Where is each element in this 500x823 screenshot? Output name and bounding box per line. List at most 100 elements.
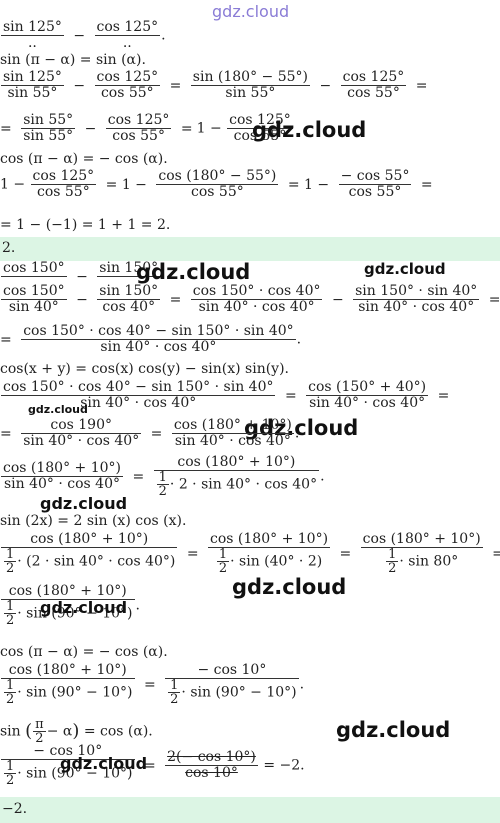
math-text: cos 125°	[227, 112, 293, 129]
math-text: cos (180° + 10°)	[1, 663, 135, 679]
math-text: 2	[6, 613, 15, 628]
math-line-10: = cos 150° · cos 40° − sin 150° · sin 40…	[0, 323, 302, 355]
math-text: sin 40° · cos 40°	[100, 339, 217, 355]
math-text: ..	[27, 35, 37, 51]
math-text: cos 55°	[100, 85, 154, 101]
math-text: sin	[0, 723, 21, 740]
math-text: cos (180° + 10°)	[1, 460, 123, 477]
math-line-12: cos 150° · cos 40° − sin 150° · sin 40°s…	[1, 379, 450, 411]
answer-2: −2.	[2, 801, 28, 817]
math-text: sin 40° · cos 40°	[174, 433, 291, 449]
math-text: sin 55°	[225, 85, 276, 101]
watermark: gdz.cloud	[40, 494, 128, 513]
math-text: cos 10°	[185, 765, 238, 781]
math-text: sin 40° · cos 40°	[3, 476, 120, 492]
math-line-9: cos 150°sin 40° − sin 150°cos 40° = cos …	[1, 283, 500, 315]
math-text: · sin (90° − 10°)	[17, 684, 133, 701]
math-text: cos 125°	[94, 19, 161, 36]
math-line-3: sin 125°sin 55° − cos 125°cos 55° = sin …	[1, 69, 428, 101]
math-text: cos 40°	[102, 299, 156, 315]
math-text: cos (180° + 10°)	[153, 455, 320, 471]
math-line-1: sin 125°.. − cos 125°...	[1, 19, 166, 51]
math-text: 1	[4, 547, 17, 562]
math-text: 2	[218, 561, 228, 576]
math-text: sin 40°	[8, 299, 59, 315]
math-text: cos (180° + 10°)	[1, 532, 178, 548]
answer-1: 2.	[2, 240, 16, 256]
math-line-15: sin (2x) = 2 sin (x) cos (x).	[0, 513, 187, 529]
math-line-7: = 1 − (−1) = 1 + 1 = 2.	[0, 217, 171, 233]
math-text: cos 150° · cos 40°	[190, 283, 323, 300]
math-text: 2	[158, 484, 167, 499]
math-text: · 2 · sin 40° · cos 40°	[169, 476, 318, 493]
math-text: sin 40° · cos 40°	[358, 299, 475, 315]
math-text: 1	[156, 470, 169, 485]
math-line-8: cos 150° − sin 150°	[1, 260, 161, 285]
watermark: gdz.cloud	[40, 598, 128, 617]
watermark: gdz.cloud	[136, 260, 251, 284]
math-text: 1	[4, 759, 17, 774]
math-text: cos 150° · cos 40° − sin 150° · sin 40°	[21, 323, 296, 340]
math-text: = 1 −	[287, 176, 330, 193]
math-text: sin 55°	[21, 112, 76, 129]
math-text: · (2 · sin 40° · cos 40°)	[17, 553, 176, 570]
math-line-2: sin (π − α) = sin (α).	[0, 52, 146, 68]
math-text: − cos 10°	[165, 663, 299, 679]
math-line-11: cos(x + y) = cos(x) cos(y) − sin(x) sin(…	[0, 361, 289, 377]
math-text: cos 125°	[94, 69, 161, 86]
math-op: −	[73, 27, 86, 44]
math-text: · sin (40° · 2)	[230, 553, 323, 570]
math-text: sin 150° · sin 40°	[353, 283, 480, 300]
math-text: cos 150° · cos 40° − sin 150° · sin 40°	[1, 379, 276, 396]
math-text: sin 125°	[1, 69, 64, 86]
answer-band	[0, 237, 500, 261]
math-text: 2	[35, 731, 44, 746]
math-text: = cos (α).	[83, 723, 153, 740]
watermark: gdz.cloud	[60, 754, 148, 773]
math-text: sin 55°	[23, 128, 74, 144]
math-text: sin (180° − 55°)	[190, 69, 311, 86]
math-text: sin 40° · cos 40°	[80, 395, 197, 411]
math-text: 2	[170, 692, 179, 707]
math-text: sin 55°	[7, 85, 58, 101]
watermark: gdz.cloud	[252, 118, 367, 142]
math-text: sin 150°	[97, 283, 161, 300]
math-text: 2	[6, 561, 15, 576]
math-text: cos 55°	[191, 184, 244, 200]
math-text: π	[33, 717, 46, 732]
math-line-5: cos (π − α) = − cos (α).	[0, 151, 168, 167]
math-text: sin 125°	[1, 19, 64, 36]
math-text: cos (180° − 55°)	[156, 168, 279, 185]
watermark: gdz.cloud	[336, 718, 451, 742]
math-text: cos 55°	[112, 128, 165, 144]
watermark: gdz.cloud	[244, 416, 359, 440]
math-text: − cos 55°	[338, 168, 412, 185]
math-text: − α	[46, 723, 73, 740]
math-text: cos (150° + 40°)	[306, 379, 429, 396]
math-text: cos 190°	[21, 418, 142, 434]
math-text: 1	[386, 547, 399, 562]
math-text: 1	[216, 547, 230, 562]
math-text: 1	[168, 678, 181, 693]
math-text: 1	[4, 599, 17, 614]
math-text: − cos 10°	[1, 744, 135, 760]
math-text: sin 40° · cos 40°	[198, 299, 315, 315]
math-text: cos (180° + 10°)	[208, 531, 331, 548]
math-text: · sin (90° − 10°)	[17, 605, 133, 622]
math-text: 2	[6, 773, 15, 788]
math-text: 2(− cos 10°)	[165, 749, 258, 766]
math-text: cos 55°	[233, 128, 287, 144]
math-text: ..	[122, 35, 132, 51]
math-text: · sin (90° − 10°)	[17, 765, 133, 782]
math-line-18: cos (π − α) = − cos (α).	[0, 644, 168, 660]
math-text: cos (180° + 10°)	[1, 584, 135, 600]
math-text: 1 −	[196, 120, 222, 137]
watermark: gdz.cloud	[28, 403, 88, 416]
math-text: sin 40° · cos 40°	[309, 395, 426, 411]
math-text: = −2.	[263, 757, 305, 774]
